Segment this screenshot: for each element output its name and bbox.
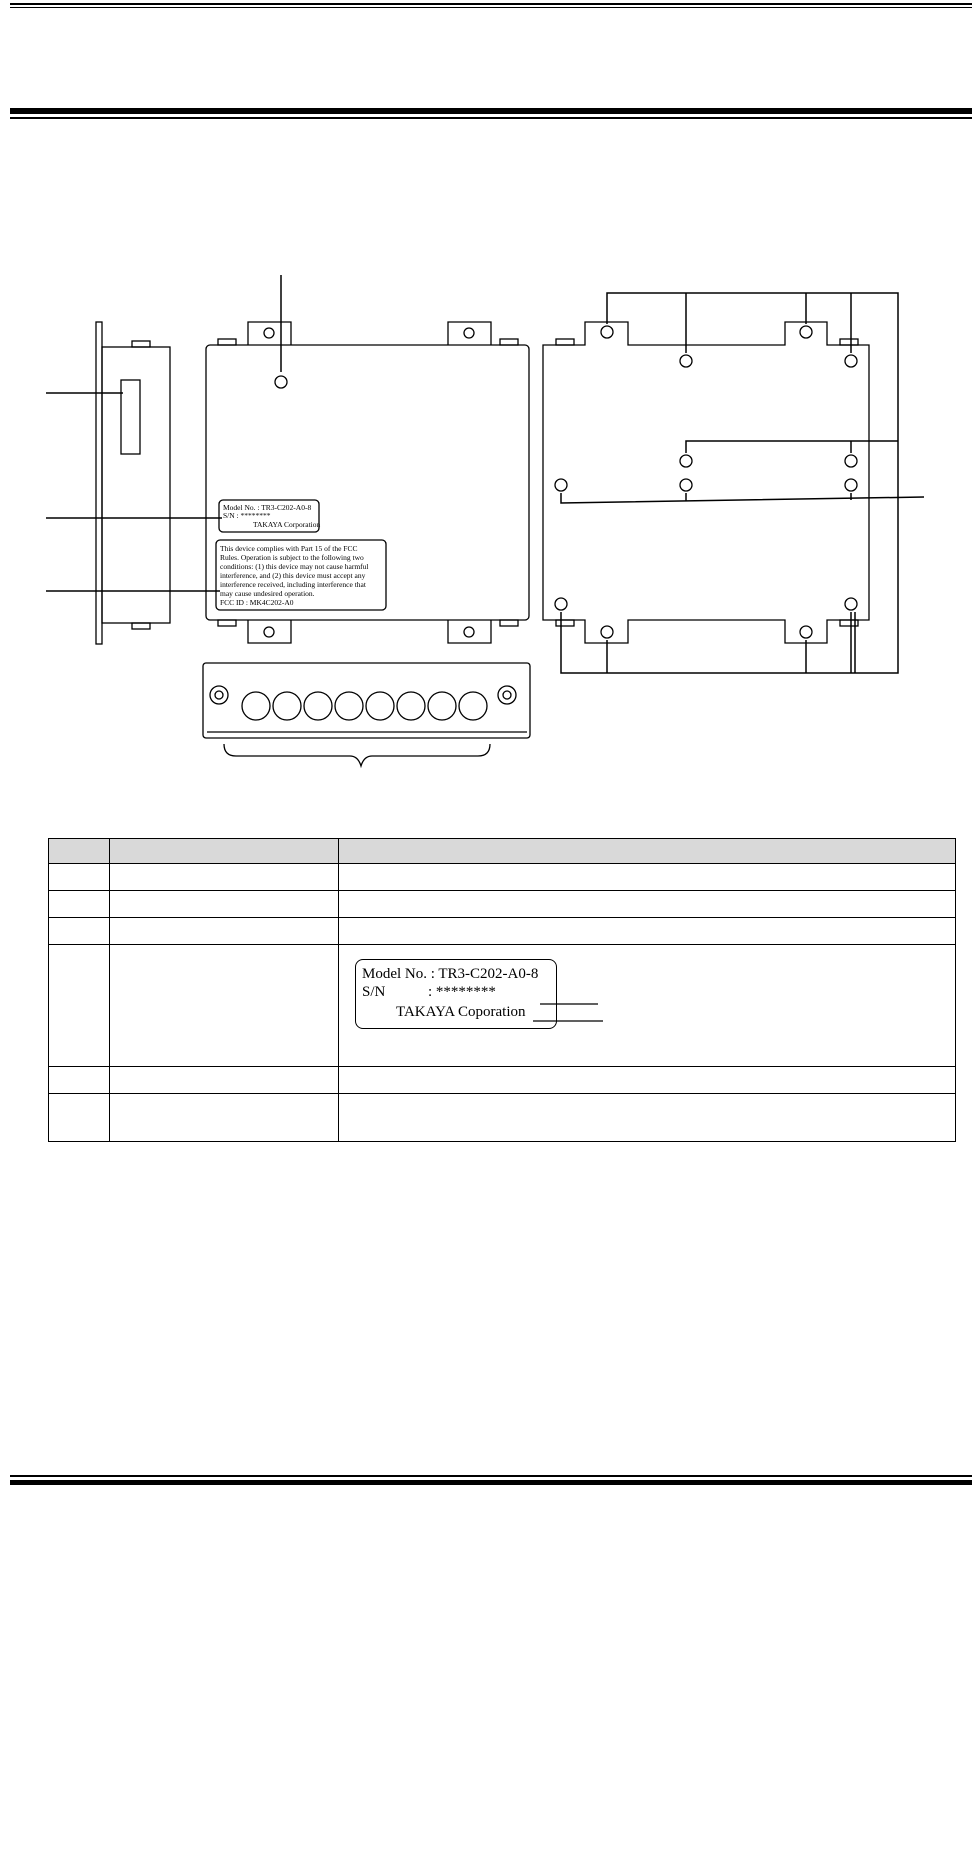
label-sn-key: S/N xyxy=(362,984,386,1000)
side-view xyxy=(95,321,171,645)
connector-brace xyxy=(223,743,491,769)
header-cell-no xyxy=(48,838,110,864)
model-label-sticker xyxy=(218,499,320,533)
label-maker: TAKAYA Coporation xyxy=(396,1004,526,1020)
header-cell-name xyxy=(109,838,339,864)
sticker-model: Model No. : TR3-C202-A0-8 xyxy=(223,503,311,512)
header-rule-thick xyxy=(10,108,972,114)
fcc-line-1: This device complies with Part 15 of the… xyxy=(220,544,357,553)
fcc-line-3: conditions: (1) this device may not caus… xyxy=(220,562,369,571)
label-example-box: Model No. : TR3-C202-A0-8 S/N : ********… xyxy=(355,959,557,1029)
sticker-sn: S/N : ******** xyxy=(223,511,271,520)
parts-table: Model No. : TR3-C202-A0-8 S/N : ********… xyxy=(48,838,956,1142)
table-row xyxy=(48,1093,956,1142)
label-sn-value: : ******** xyxy=(428,984,496,1000)
fcc-line-6: may cause undesired operation. xyxy=(220,589,315,598)
top-rule-thin xyxy=(10,3,972,5)
top-rule-thin-2 xyxy=(10,7,972,8)
header-cell-description xyxy=(338,838,956,864)
table-row: Model No. : TR3-C202-A0-8 S/N : ********… xyxy=(48,944,956,1067)
fcc-line-4: interference, and (2) this device must a… xyxy=(220,571,366,580)
table-header-row xyxy=(48,838,956,864)
table-row xyxy=(48,917,956,945)
table-row xyxy=(48,1066,956,1094)
footer-rule-thick xyxy=(10,1480,972,1485)
label-leaders xyxy=(577,1839,687,1869)
fcc-line-5: interference received, including interfe… xyxy=(220,580,367,589)
side-connector xyxy=(120,379,141,455)
fcc-line-7: FCC ID : MK4C202-A0 xyxy=(220,598,294,607)
sticker-maker: TAKAYA Corporation xyxy=(253,520,320,529)
header-rule-thin xyxy=(10,117,972,119)
fcc-line-2: Rules. Operation is subject to the follo… xyxy=(220,553,364,562)
label-model: Model No. : TR3-C202-A0-8 xyxy=(362,966,539,982)
sticker-text: Model No. : TR3-C202-A0-8 S/N : ********… xyxy=(220,503,369,607)
table-row xyxy=(48,863,956,891)
table-row xyxy=(48,890,956,918)
rear-view xyxy=(542,321,870,644)
led-indicator xyxy=(274,375,288,389)
connector-panel xyxy=(202,662,531,769)
footer-rule-thin xyxy=(10,1475,972,1477)
fcc-label-sticker xyxy=(215,539,387,611)
callout-lines xyxy=(46,275,925,674)
front-view xyxy=(205,321,530,644)
device-drawing: Model No. : TR3-C202-A0-8 S/N : ********… xyxy=(46,275,925,769)
